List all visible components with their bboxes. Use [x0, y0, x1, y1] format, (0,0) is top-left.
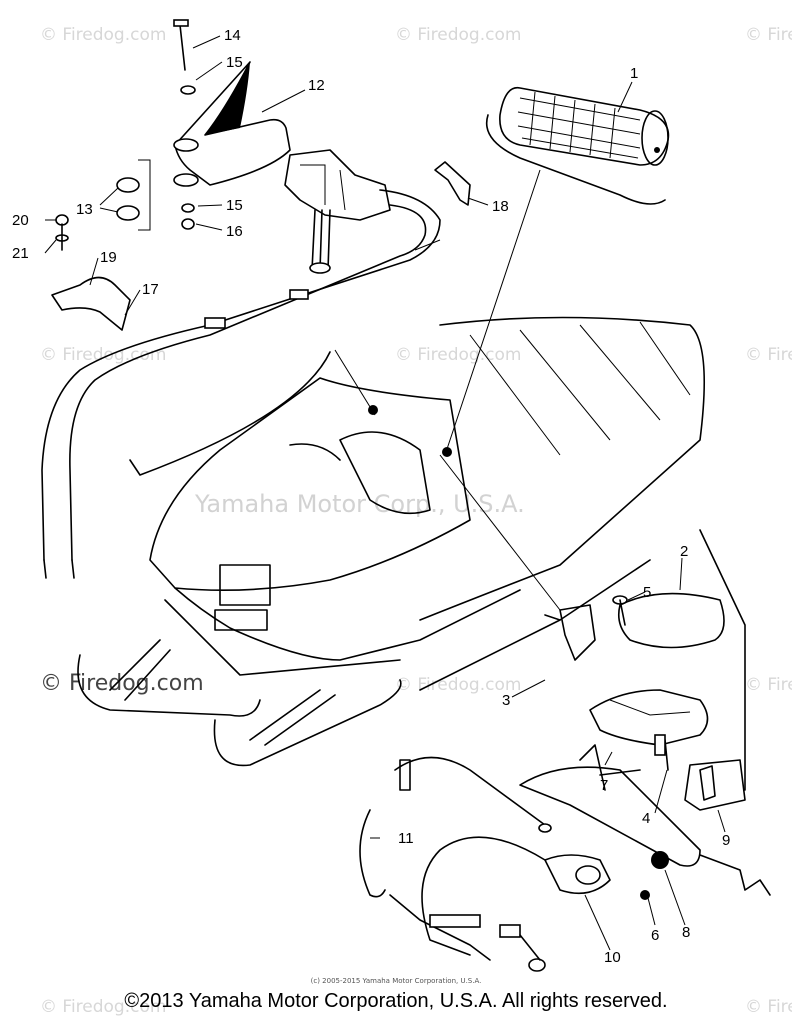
callout-15: 15 — [226, 54, 243, 71]
callout-4: 4 — [642, 810, 650, 827]
group-bracket — [419, 559, 651, 691]
group-bracket — [699, 529, 746, 791]
watermark-text: © Firedog.com — [745, 675, 792, 695]
callout-7: 7 — [600, 777, 608, 794]
callout-13: 13 — [76, 201, 93, 218]
callout-11: 11 — [398, 830, 414, 847]
watermark-center: Yamaha Motor Corp., U.S.A. — [194, 490, 525, 518]
callout-20: 20 — [12, 212, 29, 229]
callout-19: 19 — [100, 249, 117, 266]
callout-15b: 15 — [226, 197, 243, 214]
control-assembly — [359, 592, 771, 972]
watermark-text: © Firedog.com — [40, 345, 166, 365]
callout-18: 18 — [492, 198, 509, 215]
snowmobile-body — [77, 169, 706, 767]
callout-14: 14 — [224, 27, 241, 44]
watermark-text: © Firedog.com — [745, 345, 792, 365]
watermark-text: © Firedog.com — [395, 675, 521, 695]
footer-copyright: ©2013 Yamaha Motor Corporation, U.S.A. A… — [124, 990, 668, 1012]
callout-5: 5 — [643, 584, 651, 601]
callout-1: 1 — [630, 65, 638, 82]
watermark-text: © Firedog.com — [40, 25, 166, 45]
watermark-logo: © Firedog.com — [40, 671, 204, 696]
grip-part — [486, 86, 670, 205]
callout-9: 9 — [722, 832, 730, 849]
small-copyright: (c) 2005-2015 Yamaha Motor Corporation, … — [310, 977, 482, 985]
watermark-text: © Firedog.com — [40, 997, 166, 1017]
callout-2: 2 — [680, 543, 688, 560]
callout-leaders — [44, 35, 726, 951]
callout-12: 12 — [308, 77, 325, 94]
callout-17: 17 — [142, 281, 159, 298]
callout-6: 6 — [651, 927, 659, 944]
throttle-cable — [41, 189, 441, 579]
callout-labels: 1 2 3 4 5 6 7 8 9 10 11 12 13 14 15 15 1… — [12, 27, 730, 966]
callout-21: 21 — [12, 245, 29, 262]
callout-3: 3 — [502, 692, 510, 709]
callout-16: 16 — [226, 223, 243, 240]
bracket-assembly — [51, 19, 471, 331]
watermark-text: © Firedog.com — [745, 997, 792, 1017]
watermark-text: © Firedog.com — [395, 25, 521, 45]
watermark-layer: © Firedog.com © Firedog.com © Firedog.co… — [40, 25, 792, 1017]
watermark-text: © Firedog.com — [395, 345, 521, 365]
group-bracket — [129, 351, 331, 476]
callout-8: 8 — [682, 924, 690, 941]
callout-10: 10 — [604, 949, 621, 966]
watermark-text: © Firedog.com — [745, 25, 792, 45]
